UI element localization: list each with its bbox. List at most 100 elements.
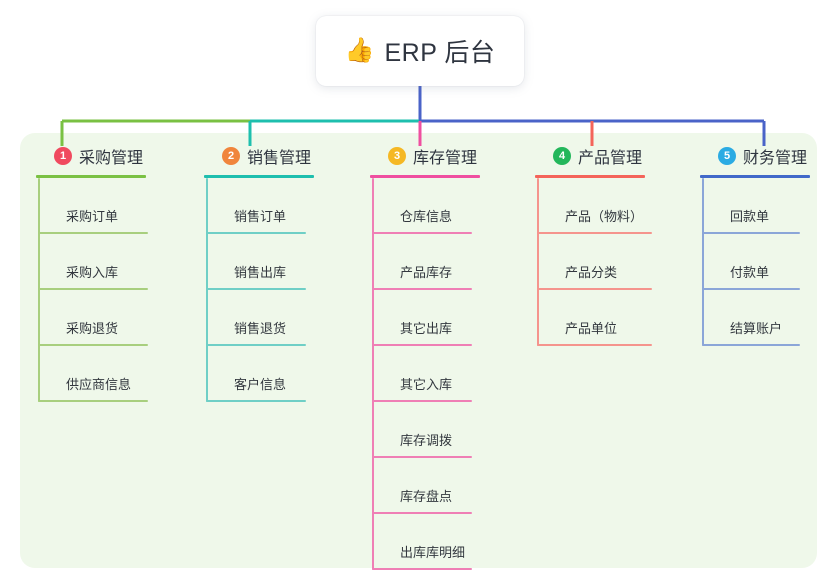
leaf-rule	[38, 400, 148, 402]
leaf-item[interactable]: 其它入库	[370, 346, 480, 402]
leaf-item[interactable]: 产品（物料）	[535, 178, 652, 234]
leaf-rule	[38, 232, 148, 234]
leaf-rule	[38, 288, 148, 290]
leaf-item[interactable]: 库存调拨	[370, 402, 480, 458]
leaf-item[interactable]: 销售订单	[204, 178, 314, 234]
leaf-item[interactable]: 付款单	[700, 234, 810, 290]
leaf-list-5: 回款单付款单结算账户	[700, 178, 810, 346]
leaf-item[interactable]: 结算账户	[700, 290, 810, 346]
leaf-item[interactable]: 产品单位	[535, 290, 652, 346]
branch-spine-2	[206, 178, 208, 402]
branch-badge-2: 2	[222, 147, 240, 165]
leaf-rule	[206, 232, 306, 234]
leaf-label: 产品库存	[400, 265, 453, 280]
leaf-rule	[537, 288, 652, 290]
leaf-list-1: 采购订单采购入库采购退货供应商信息	[36, 178, 148, 402]
leaf-item[interactable]: 供应商信息	[36, 346, 148, 402]
branch-header[interactable]: 2 销售管理	[204, 143, 314, 169]
leaf-label: 库存盘点	[400, 489, 453, 504]
branch-badge-1: 1	[54, 147, 72, 165]
leaf-label: 回款单	[730, 209, 770, 224]
leaf-item[interactable]: 销售出库	[204, 234, 314, 290]
branch-sales: 2 销售管理 销售订单销售出库销售退货客户信息	[204, 143, 314, 402]
leaf-item[interactable]: 库存盘点	[370, 458, 480, 514]
leaf-rule	[702, 288, 800, 290]
leaf-rule	[372, 400, 472, 402]
branch-spine-3	[372, 178, 374, 570]
leaf-label: 销售出库	[234, 265, 287, 280]
leaf-rule	[702, 232, 800, 234]
branch-title-4: 产品管理	[578, 150, 643, 167]
leaf-rule	[537, 232, 652, 234]
leaf-label: 库存调拨	[400, 433, 453, 448]
leaf-label: 产品单位	[565, 321, 618, 336]
leaf-label: 采购退货	[66, 321, 119, 336]
branch-purchasing: 1 采购管理 采购订单采购入库采购退货供应商信息	[36, 143, 148, 402]
leaf-item[interactable]: 其它出库	[370, 290, 480, 346]
leaf-list-4: 产品（物料） 产品分类产品单位	[535, 178, 652, 346]
leaf-item[interactable]: 回款单	[700, 178, 810, 234]
branch-rule-4	[535, 175, 645, 178]
leaf-rule	[206, 400, 306, 402]
branch-finance: 5 财务管理 回款单付款单结算账户	[700, 143, 810, 346]
leaf-rule	[372, 232, 472, 234]
branch-header[interactable]: 3 库存管理	[370, 143, 480, 169]
branch-rule-3	[370, 175, 480, 178]
leaf-item[interactable]: 产品库存	[370, 234, 480, 290]
branch-title-3: 库存管理	[413, 150, 478, 167]
leaf-label: 客户信息	[234, 377, 287, 392]
branch-rule-5	[700, 175, 810, 178]
branch-badge-4: 4	[553, 147, 571, 165]
root-node[interactable]: 👍 ERP 后台	[316, 16, 524, 86]
branch-title-5: 财务管理	[743, 150, 808, 167]
leaf-item[interactable]: 客户信息	[204, 346, 314, 402]
leaf-list-2: 销售订单销售出库销售退货客户信息	[204, 178, 314, 402]
branch-badge-5: 5	[718, 147, 736, 165]
leaf-item[interactable]: 采购退货	[36, 290, 148, 346]
leaf-rule	[372, 512, 472, 514]
leaf-label: 其它入库	[400, 377, 453, 392]
leaf-rule	[206, 344, 306, 346]
leaf-label: 产品（物料）	[565, 209, 644, 224]
branch-spine-1	[38, 178, 40, 402]
branch-rule-2	[204, 175, 314, 178]
leaf-item[interactable]: 仓库信息	[370, 178, 480, 234]
leaf-label: 采购入库	[66, 265, 119, 280]
leaf-rule	[38, 344, 148, 346]
branches-panel	[20, 133, 817, 568]
branch-header[interactable]: 1 采购管理	[36, 143, 146, 169]
leaf-list-3: 仓库信息产品库存其它出库其它入库库存调拨库存盘点出库库明细	[370, 178, 480, 570]
branch-header[interactable]: 5 财务管理	[700, 143, 810, 169]
leaf-item[interactable]: 销售退货	[204, 290, 314, 346]
leaf-label: 付款单	[730, 265, 770, 280]
leaf-rule	[372, 288, 472, 290]
leaf-item[interactable]: 产品分类	[535, 234, 652, 290]
leaf-label: 供应商信息	[66, 377, 132, 392]
branch-header[interactable]: 4 产品管理	[535, 143, 645, 169]
leaf-label: 仓库信息	[400, 209, 453, 224]
leaf-label: 其它出库	[400, 321, 453, 336]
branch-title-2: 销售管理	[247, 150, 312, 167]
leaf-item[interactable]: 出库库明细	[370, 514, 480, 570]
branch-product: 4 产品管理 产品（物料） 产品分类产品单位	[535, 143, 652, 346]
leaf-item[interactable]: 采购入库	[36, 234, 148, 290]
leaf-rule	[372, 456, 472, 458]
thumbs-up-icon: 👍	[344, 37, 375, 64]
branch-spine-4	[537, 178, 539, 346]
root-title: ERP 后台	[384, 39, 496, 67]
leaf-item[interactable]: 采购订单	[36, 178, 148, 234]
leaf-label: 产品分类	[565, 265, 618, 280]
branch-inventory: 3 库存管理 仓库信息产品库存其它出库其它入库库存调拨库存盘点出库库明细	[370, 143, 480, 570]
leaf-rule	[372, 568, 472, 570]
leaf-rule	[372, 344, 472, 346]
branch-rule-1	[36, 175, 146, 178]
leaf-label: 销售订单	[234, 209, 287, 224]
leaf-label: 出库库明细	[400, 545, 466, 560]
leaf-label: 采购订单	[66, 209, 119, 224]
leaf-rule	[206, 288, 306, 290]
branch-badge-3: 3	[388, 147, 406, 165]
leaf-label: 销售退货	[234, 321, 287, 336]
leaf-rule	[702, 344, 800, 346]
leaf-rule	[537, 344, 652, 346]
